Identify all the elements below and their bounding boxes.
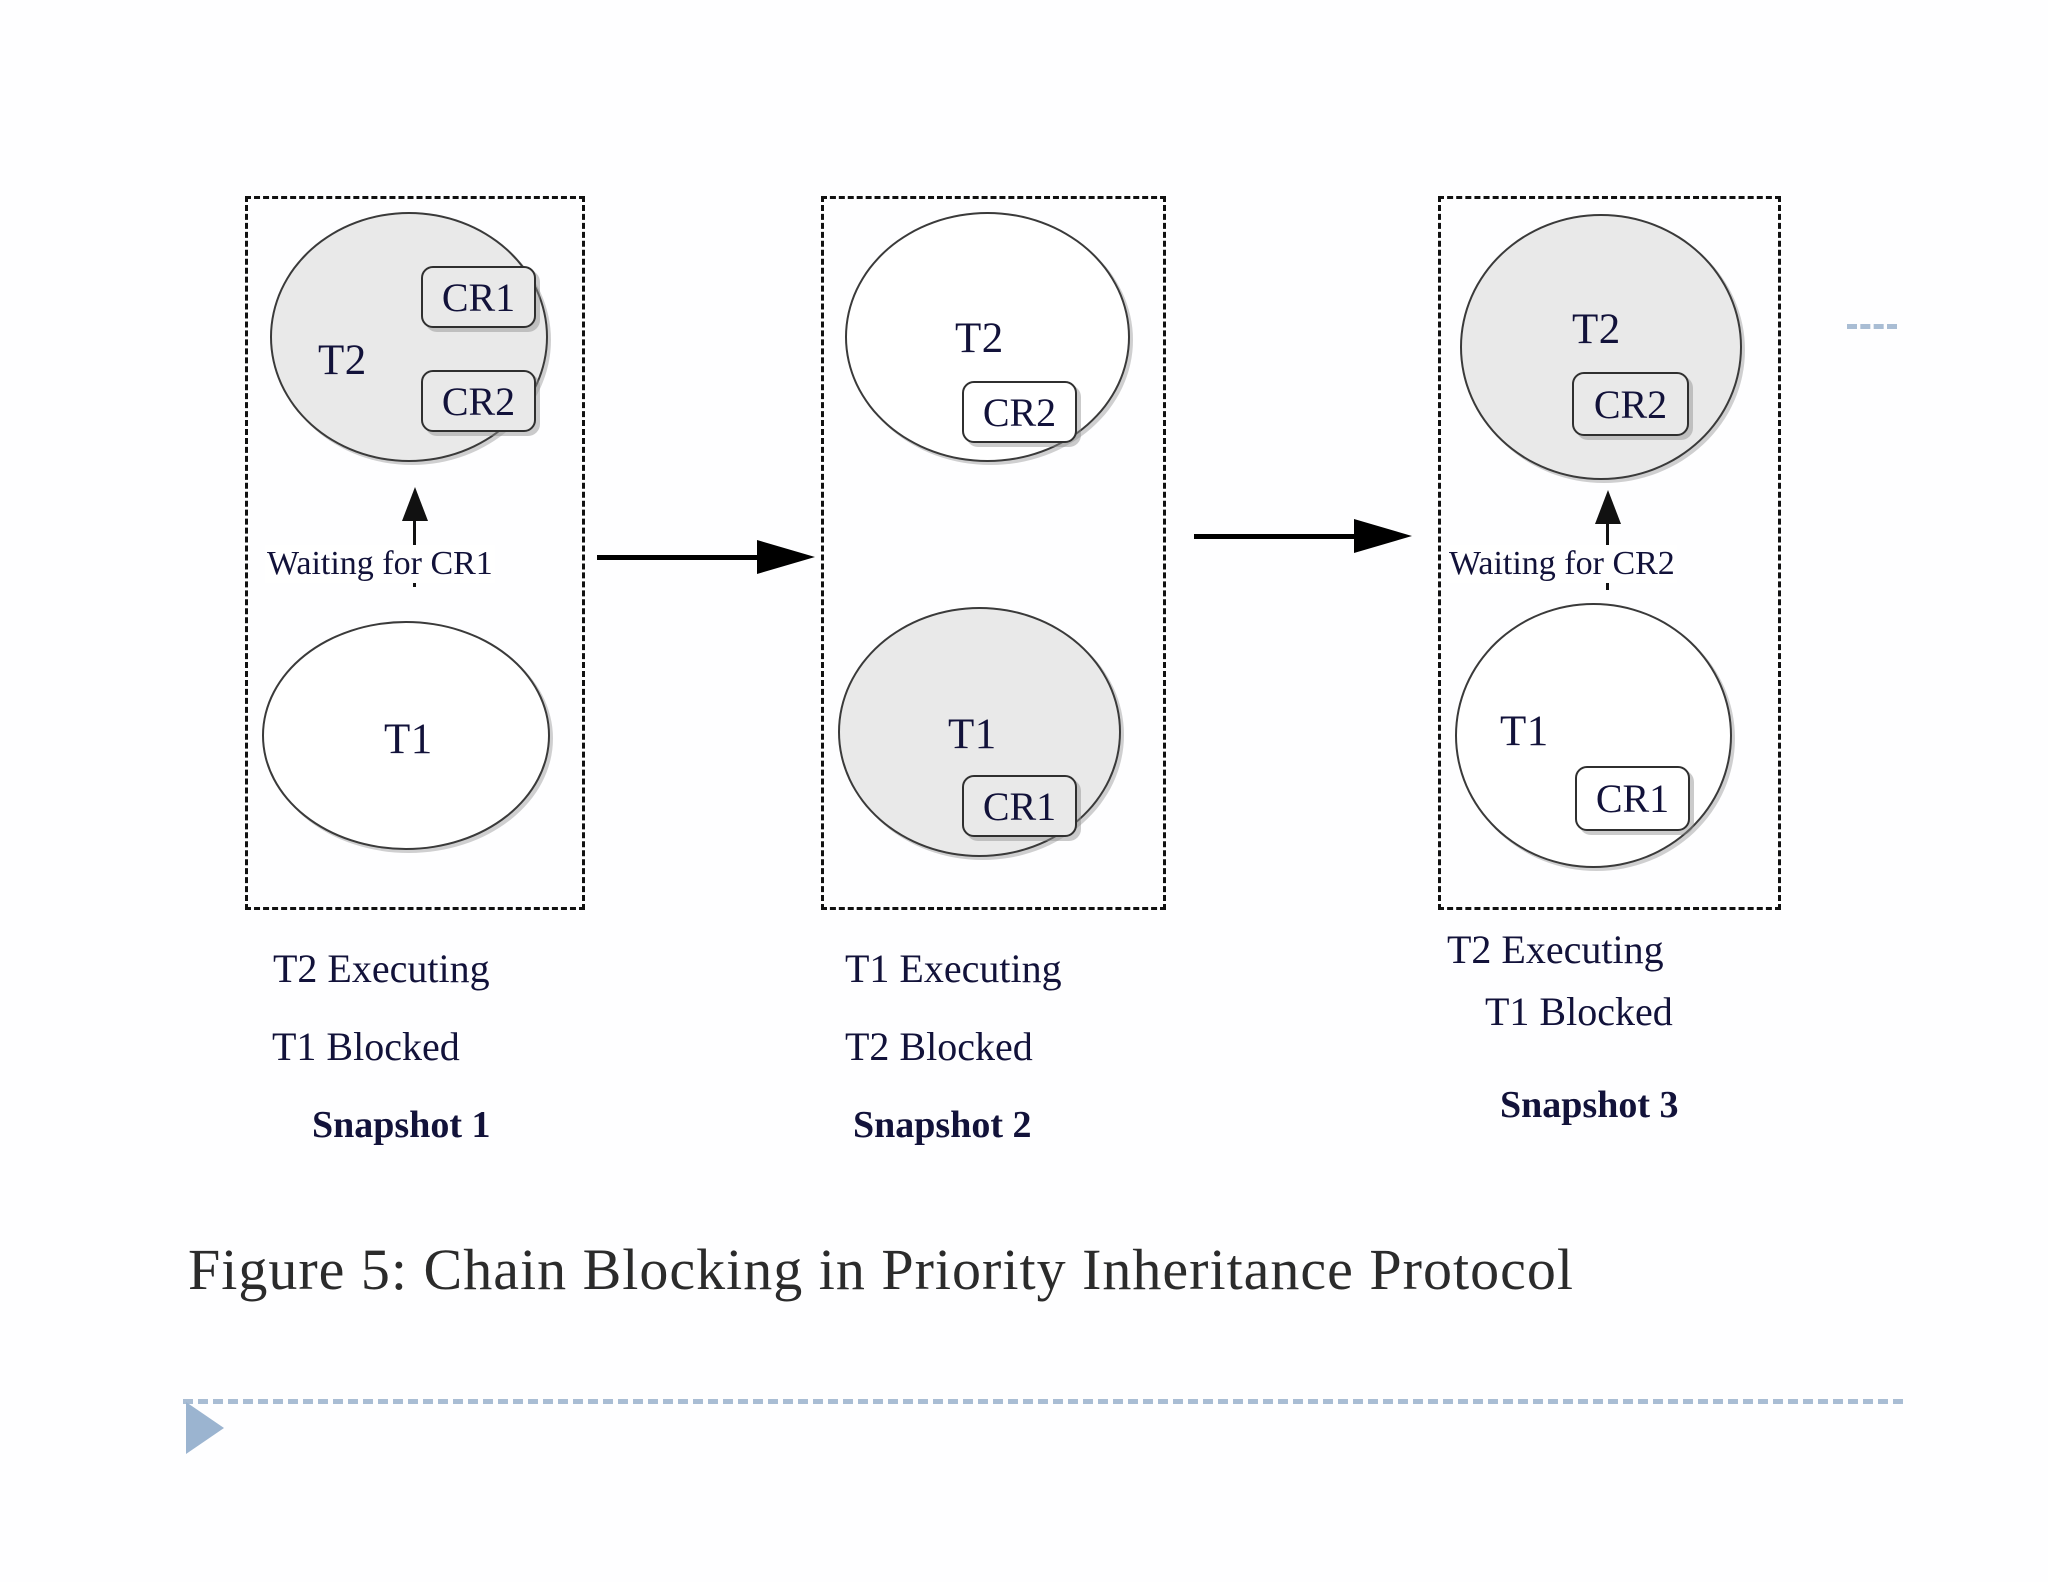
snapshot-panel-3: [1438, 196, 1781, 910]
status-line-1-snapshot-2: T1 Executing: [845, 946, 1062, 991]
waiting-label-snapshot-3: Waiting for CR2: [1447, 545, 1677, 583]
critical-section-cr2-snapshot-3: CR2: [1572, 372, 1689, 436]
critical-section-cr2-snapshot-2: CR2: [962, 381, 1077, 443]
critical-section-cr2-snapshot-1: CR2: [421, 370, 536, 432]
task-label-t1-snapshot-1: T1: [384, 716, 433, 763]
snapshot-panel-2: [821, 196, 1166, 910]
status-line-2-snapshot-1: T1 Blocked: [272, 1024, 460, 1069]
status-line-1-snapshot-3: T2 Executing: [1447, 927, 1664, 972]
transition-arrow-2-to-3: [1194, 519, 1416, 553]
stray-dash-decoration: [1847, 324, 1897, 329]
task-label-t1-snapshot-3: T1: [1500, 708, 1549, 755]
figure-caption: Figure 5: Chain Blocking in Priority Inh…: [188, 1237, 1574, 1302]
transition-arrow-line: [1194, 534, 1364, 539]
snapshot-name-1: Snapshot 1: [312, 1104, 491, 1146]
waiting-label-snapshot-1: Waiting for CR1: [265, 545, 495, 583]
footer-divider: [183, 1399, 1903, 1404]
critical-section-cr1-snapshot-3: CR1: [1575, 766, 1690, 831]
snapshot-name-3: Snapshot 3: [1500, 1084, 1679, 1126]
transition-arrow-head-icon: [757, 540, 815, 574]
task-label-t2-snapshot-1: T2: [318, 337, 367, 384]
critical-section-cr1-snapshot-2: CR1: [962, 775, 1077, 837]
status-line-1-snapshot-1: T2 Executing: [273, 946, 490, 991]
task-label-t2-snapshot-3: T2: [1572, 306, 1621, 353]
footer-triangle-icon: [186, 1402, 224, 1454]
task-label-t2-snapshot-2: T2: [955, 315, 1004, 362]
task-circle-t1-snapshot-1: [262, 621, 550, 850]
critical-section-cr1-snapshot-1: CR1: [421, 266, 536, 328]
transition-arrow-line: [597, 555, 767, 560]
snapshot-name-2: Snapshot 2: [853, 1104, 1032, 1146]
transition-arrow-head-icon: [1354, 519, 1412, 553]
status-line-2-snapshot-3: T1 Blocked: [1485, 989, 1673, 1034]
task-label-t1-snapshot-2: T1: [948, 711, 997, 758]
snapshot-panel-1: [245, 196, 585, 910]
transition-arrow-1-to-2: [597, 540, 819, 574]
status-line-2-snapshot-2: T2 Blocked: [845, 1024, 1033, 1069]
